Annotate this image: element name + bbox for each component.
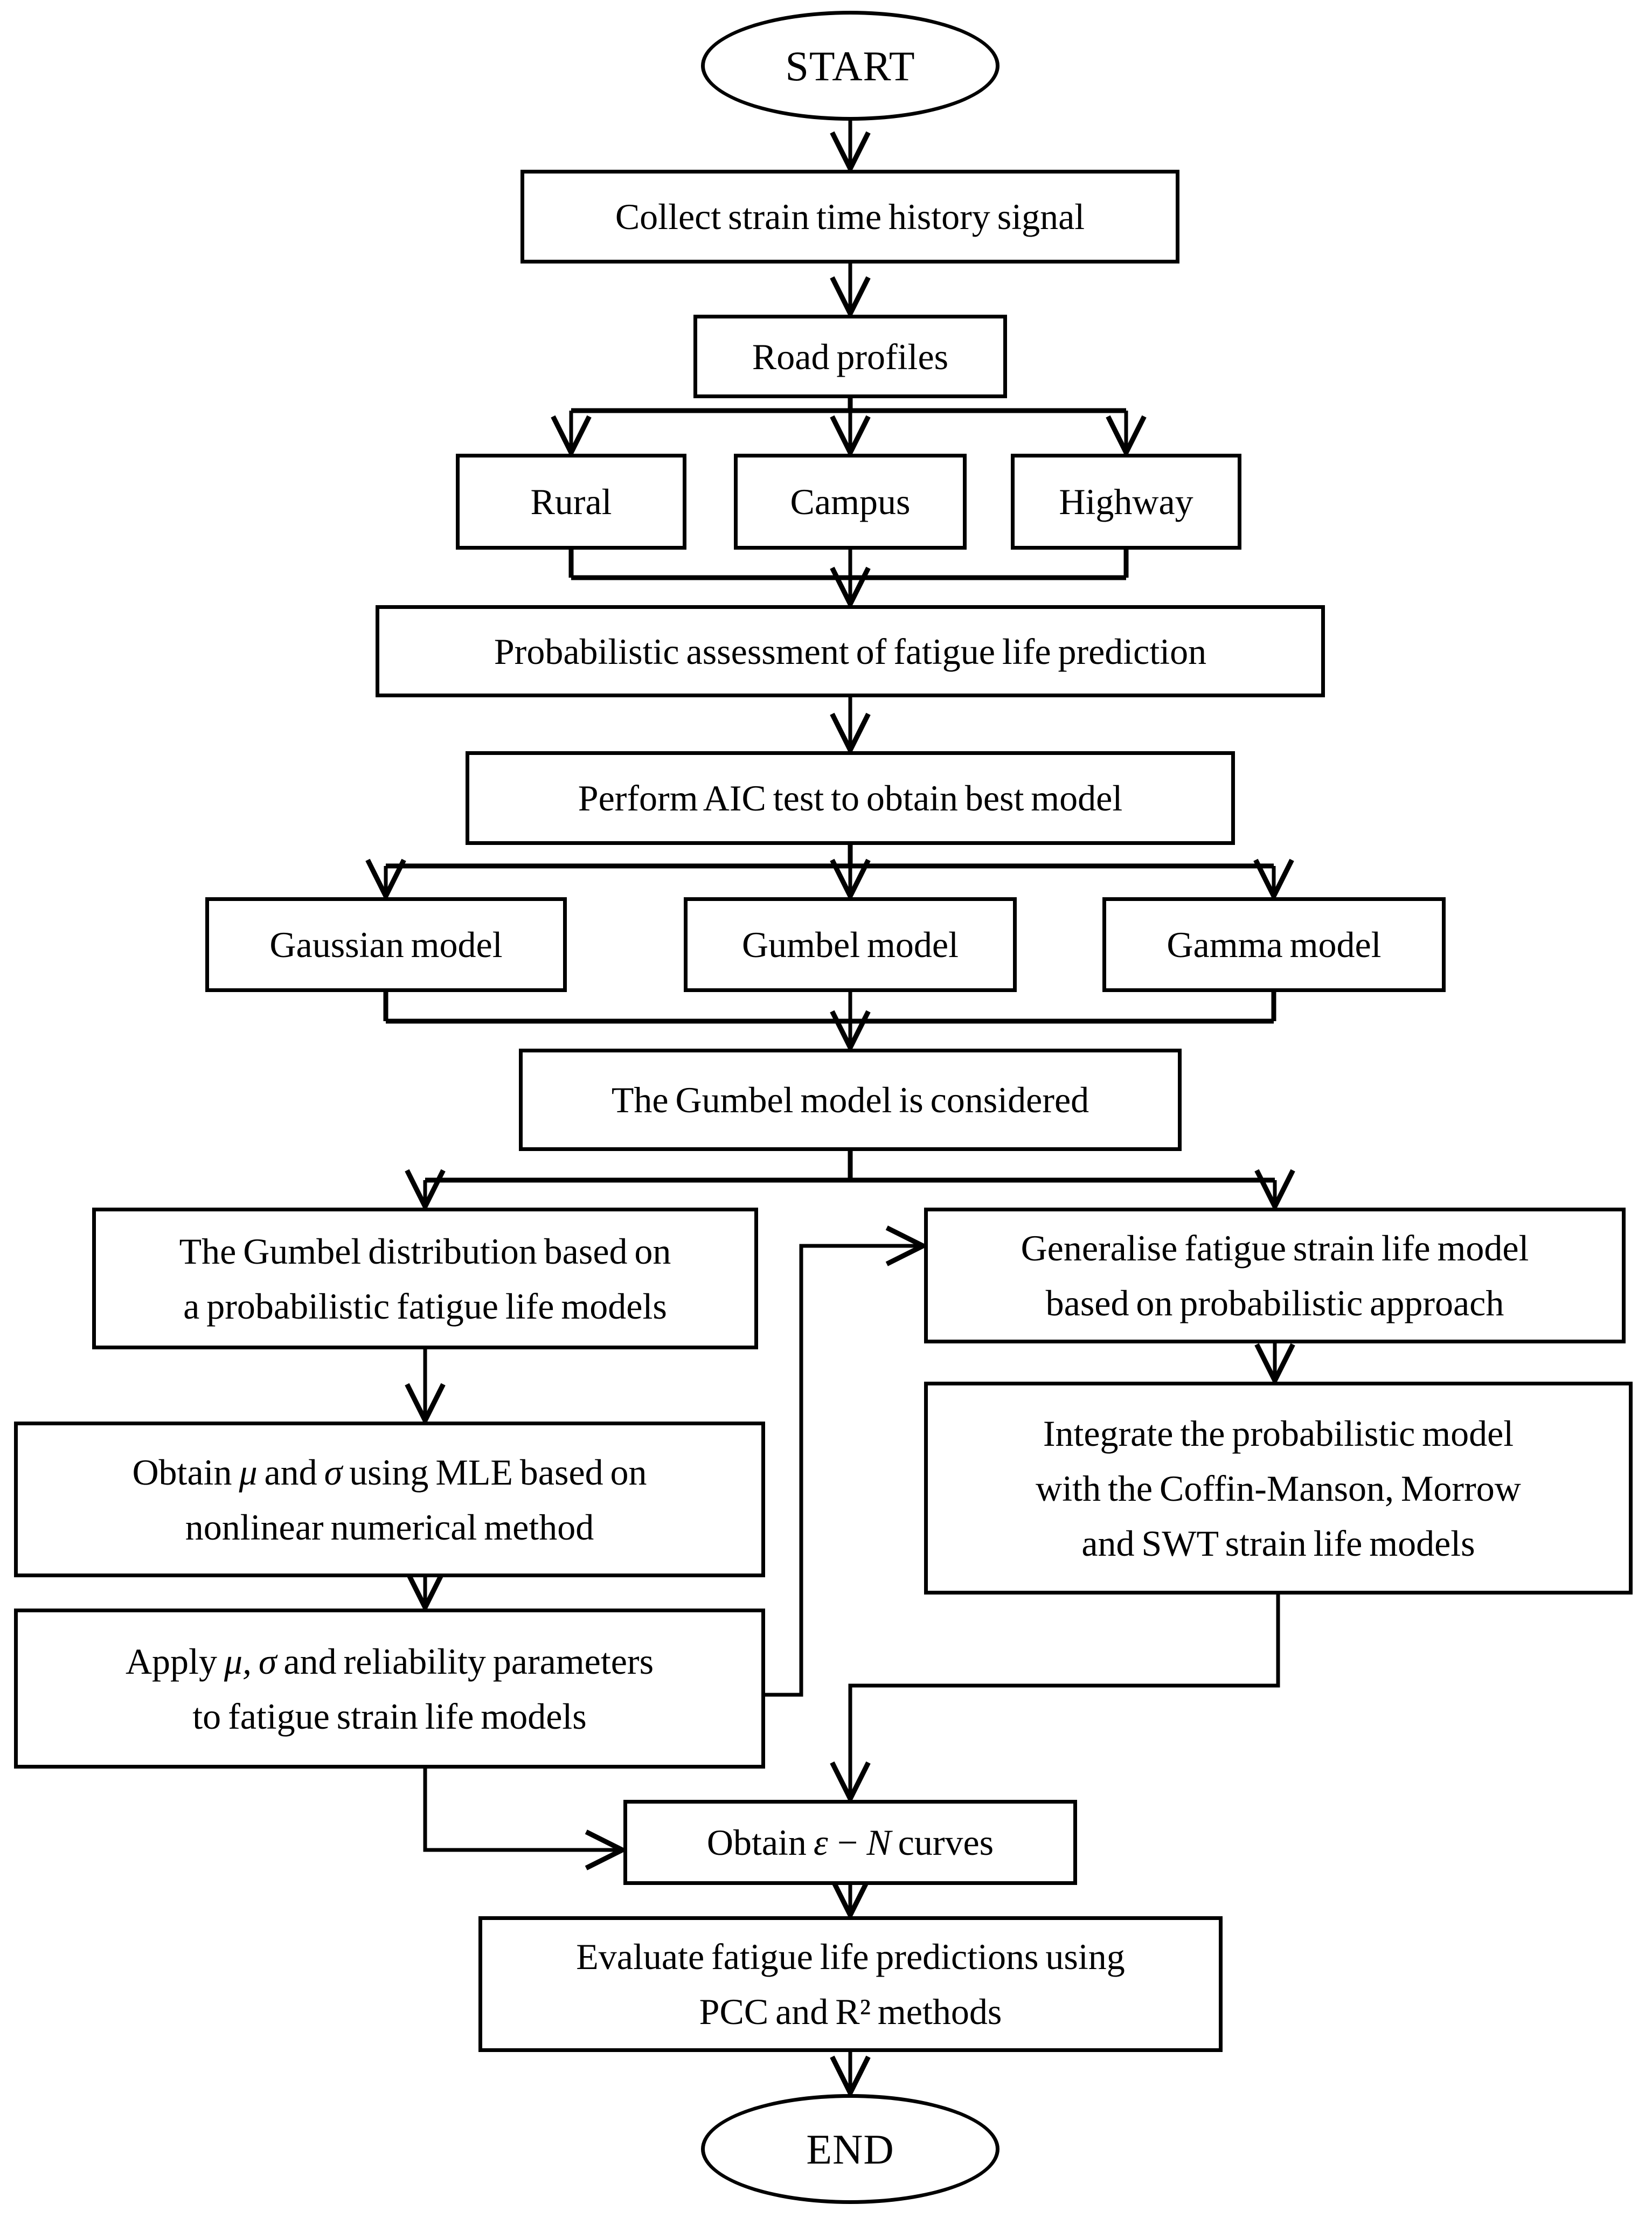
step-obtain-mle: Obtain μ and σ using MLE based on nonlin…: [14, 1422, 765, 1577]
branch-gaussian-model: Gaussian model: [205, 897, 567, 992]
step-label: Gaussian model: [269, 924, 503, 965]
step-integrate-models: Integrate the probabilistic model with t…: [924, 1382, 1633, 1595]
step-label: Apply μ, σ and reliability parameters to…: [125, 1640, 654, 1737]
branch-gumbel-model: Gumbel model: [684, 897, 1017, 992]
step-road-profiles: Road profiles: [693, 315, 1007, 398]
step-label: Obtain ε − N curves: [706, 1822, 994, 1863]
step-label: Perform AIC test to obtain best model: [578, 778, 1123, 819]
mu-sigma-symbols: μ, σ: [224, 1640, 277, 1682]
epsilon-n-symbols: ε − N: [813, 1822, 891, 1863]
branch-campus: Campus: [734, 454, 967, 550]
sigma-symbol: σ: [324, 1451, 343, 1493]
step-evaluate-predictions: Evaluate fatigue life predictions using …: [478, 1916, 1223, 2052]
branch-rural: Rural: [456, 454, 686, 550]
step-label: Collect strain time history signal: [615, 196, 1085, 237]
step-obtain-curves: Obtain ε − N curves: [623, 1800, 1077, 1885]
start-label: START: [785, 42, 915, 89]
line-road-branch: [571, 398, 1126, 413]
step-label: Road profiles: [752, 336, 949, 377]
step-label: Highway: [1059, 481, 1193, 522]
step-gumbel-distribution: The Gumbel distribution based on a proba…: [92, 1208, 758, 1349]
step-label: Evaluate fatigue life predictions using …: [576, 1936, 1125, 2032]
step-label: Obtain μ and σ using MLE based on nonlin…: [132, 1451, 647, 1548]
line-considered-branch: [425, 1151, 1275, 1183]
step-label: Probabilistic assessment of fatigue life…: [494, 630, 1207, 672]
step-label: Gumbel model: [742, 924, 959, 965]
step-label: The Gumbel model is considered: [611, 1079, 1089, 1120]
line-models-merge: [383, 992, 1276, 1024]
start-terminal: START: [701, 11, 999, 121]
step-label: Gamma model: [1167, 924, 1382, 965]
step-gumbel-considered: The Gumbel model is considered: [519, 1049, 1182, 1151]
step-label: The Gumbel distribution based on a proba…: [179, 1230, 671, 1327]
step-aic-test: Perform AIC test to obtain best model: [466, 751, 1235, 845]
step-probabilistic-assessment: Probabilistic assessment of fatigue life…: [376, 605, 1325, 697]
step-label: Campus: [790, 481, 911, 522]
step-label: Integrate the probabilistic model with t…: [1036, 1412, 1521, 1564]
step-label: Rural: [530, 481, 612, 522]
branch-gamma-model: Gamma model: [1102, 897, 1446, 992]
arrow-apply-to-curves: [423, 1769, 622, 1850]
arrow-apply-to-generalise: [765, 1246, 923, 1697]
step-label: Generalise fatigue strain life model bas…: [1021, 1228, 1529, 1323]
arrow-integrate-to-curves: [850, 1595, 1280, 1799]
end-terminal: END: [701, 2094, 999, 2204]
line-aic-branch: [386, 845, 1274, 869]
branch-highway: Highway: [1011, 454, 1241, 550]
step-collect-signal: Collect strain time history signal: [520, 170, 1179, 264]
step-apply-parameters: Apply μ, σ and reliability parameters to…: [14, 1609, 765, 1769]
mu-symbol: μ: [239, 1451, 258, 1493]
end-label: END: [806, 2125, 894, 2173]
step-generalise-model: Generalise fatigue strain life model bas…: [924, 1208, 1626, 1343]
